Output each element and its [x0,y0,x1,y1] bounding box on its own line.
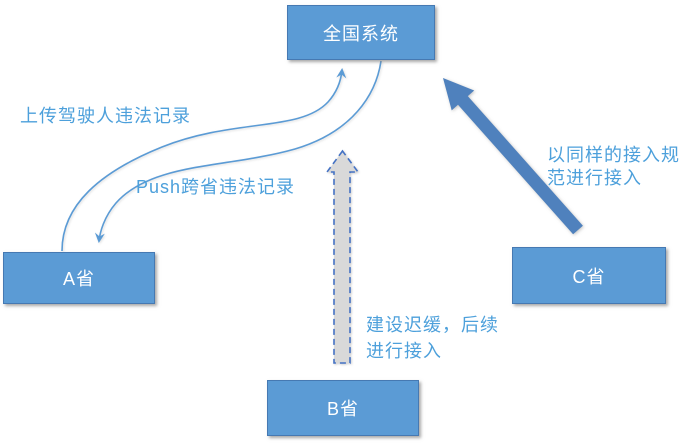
node-national-system-label: 全国系统 [323,23,399,44]
edge-label-push: Push跨省违法记录 [136,177,296,197]
node-province-c: C省 [512,247,666,304]
edge-label-c-access-line1: 以同样的接入规 [547,145,680,165]
edge-label-c-access: 以同样的接入规 范进行接入 [547,144,680,190]
node-province-a: A省 [3,252,155,304]
b-dashed-block-arrow [325,149,360,364]
node-province-b-label: B省 [326,399,359,419]
edge-label-b-delay-line2: 进行接入 [366,341,442,361]
edge-label-b-delay-line1: 建设迟缓，后续 [366,315,499,335]
node-province-c-label: C省 [572,266,606,287]
push-curve-arrow [94,60,382,243]
edge-label-c-access-line2: 范进行接入 [547,168,642,188]
node-national-system: 全国系统 [287,5,435,60]
c-thick-arrow [443,78,583,235]
node-province-b: B省 [267,380,419,436]
node-province-a-label: A省 [62,269,95,289]
edge-label-b-delay: 建设迟缓，后续 进行接入 [366,312,499,364]
upload-curve-arrow [61,68,347,252]
edge-label-upload: 上传驾驶人违法记录 [20,106,191,126]
